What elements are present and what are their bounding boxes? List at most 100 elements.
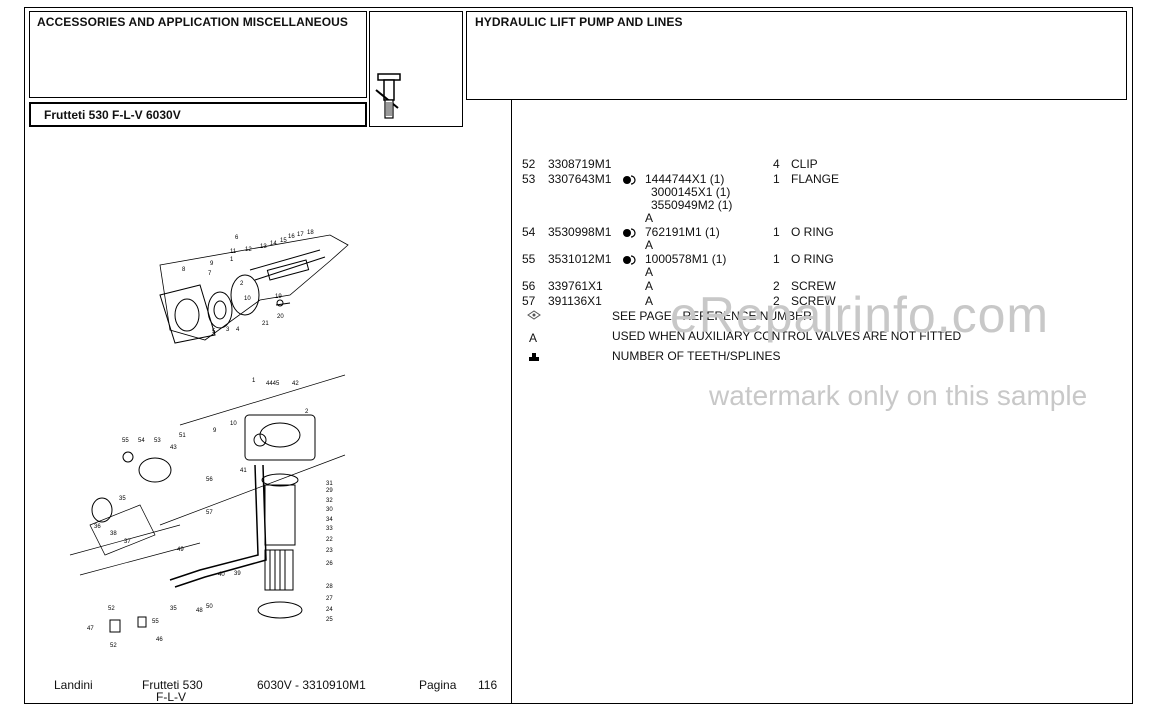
part-qty: 2 bbox=[773, 279, 780, 293]
svg-text:55: 55 bbox=[122, 438, 129, 444]
svg-text:57: 57 bbox=[206, 510, 213, 516]
legend-row-reference bbox=[527, 309, 541, 323]
svg-text:22: 22 bbox=[326, 537, 333, 543]
footer-brand: Landini bbox=[54, 678, 93, 692]
svg-text:18: 18 bbox=[307, 230, 314, 236]
svg-text:24: 24 bbox=[326, 607, 333, 613]
svg-text:15: 15 bbox=[280, 238, 287, 244]
svg-text:13: 13 bbox=[260, 244, 267, 250]
svg-text:2: 2 bbox=[305, 409, 309, 415]
svg-text:53: 53 bbox=[154, 438, 161, 444]
column-divider bbox=[511, 100, 512, 704]
part-number: 339761X1 bbox=[548, 279, 603, 293]
part-description: O RING bbox=[791, 225, 834, 239]
part-alternative: A bbox=[645, 211, 654, 225]
svg-text:54: 54 bbox=[138, 438, 145, 444]
part-qty: 1 bbox=[773, 172, 780, 186]
svg-text:1: 1 bbox=[252, 378, 256, 384]
page-frame bbox=[24, 7, 1133, 704]
svg-text:8: 8 bbox=[182, 267, 186, 273]
part-qty: 1 bbox=[773, 225, 780, 239]
svg-text:33: 33 bbox=[326, 526, 333, 532]
svg-text:34: 34 bbox=[326, 517, 333, 523]
svg-text:30: 30 bbox=[326, 507, 333, 513]
svg-text:9: 9 bbox=[213, 428, 217, 434]
part-ref: 55 bbox=[522, 252, 536, 266]
footer-model-line2: F-L-V bbox=[156, 690, 186, 704]
svg-text:50: 50 bbox=[206, 604, 213, 610]
legend-text-teeth: NUMBER OF TEETH/SPLINES bbox=[612, 349, 781, 363]
svg-text:23: 23 bbox=[326, 548, 333, 554]
part-alternative: A bbox=[645, 238, 654, 252]
svg-text:36: 36 bbox=[94, 524, 101, 530]
teeth-splines-icon bbox=[529, 353, 539, 361]
svg-text:5: 5 bbox=[212, 329, 216, 335]
svg-text:32: 32 bbox=[326, 498, 333, 504]
footer-model-line1: Frutteti 530 bbox=[142, 678, 203, 692]
svg-text:56: 56 bbox=[206, 477, 213, 483]
footer-page-number: 116 bbox=[478, 678, 498, 692]
svg-text:10: 10 bbox=[244, 296, 251, 302]
svg-text:37: 37 bbox=[124, 539, 131, 545]
model-name: Frutteti 530 F-L-V 6030V bbox=[44, 108, 181, 122]
legend-text-a: USED WHEN AUXILIARY CONTROL VALVES ARE N… bbox=[612, 329, 962, 343]
part-number: 3308719M1 bbox=[548, 157, 612, 171]
reference-symbol-icon bbox=[527, 310, 541, 320]
interchange-symbol-icon bbox=[623, 175, 636, 185]
icon-box bbox=[369, 11, 463, 127]
legend-symbol-a: A bbox=[529, 331, 538, 345]
svg-text:4445: 4445 bbox=[266, 381, 280, 387]
svg-text:10: 10 bbox=[230, 421, 237, 427]
svg-text:3: 3 bbox=[226, 327, 230, 333]
svg-text:52: 52 bbox=[110, 643, 117, 649]
watermark-main: eRepairinfo.com bbox=[670, 287, 1050, 343]
part-description: CLIP bbox=[791, 157, 818, 171]
svg-text:43: 43 bbox=[170, 445, 177, 451]
group-title: HYDRAULIC LIFT PUMP AND LINES bbox=[475, 15, 683, 29]
section-title-box: ACCESSORIES AND APPLICATION MISCELLANEOU… bbox=[29, 11, 367, 98]
svg-text:51: 51 bbox=[179, 433, 186, 439]
svg-text:40: 40 bbox=[218, 572, 225, 578]
part-ref: 53 bbox=[522, 172, 536, 186]
watermark-sub: watermark only on this sample bbox=[709, 380, 1088, 411]
part-description: SCREW bbox=[791, 294, 836, 308]
part-ref: 52 bbox=[522, 157, 536, 171]
svg-text:41: 41 bbox=[240, 468, 247, 474]
model-box: Frutteti 530 F-L-V 6030V bbox=[29, 102, 367, 127]
part-number: 3307643M1 bbox=[548, 172, 612, 186]
part-alternative: 1444744X1 (1) bbox=[645, 172, 725, 186]
svg-text:1: 1 bbox=[230, 257, 234, 263]
part-qty: 1 bbox=[773, 252, 780, 266]
svg-text:9: 9 bbox=[210, 261, 214, 267]
svg-text:4: 4 bbox=[236, 327, 240, 333]
svg-text:52: 52 bbox=[108, 606, 115, 612]
svg-text:27: 27 bbox=[326, 596, 333, 602]
svg-text:47: 47 bbox=[87, 626, 94, 632]
svg-text:38: 38 bbox=[110, 531, 117, 537]
svg-text:17: 17 bbox=[297, 232, 304, 238]
part-ref: 54 bbox=[522, 225, 536, 239]
svg-text:29: 29 bbox=[326, 488, 333, 494]
legend-row-teeth bbox=[528, 351, 540, 365]
svg-text:55: 55 bbox=[152, 619, 159, 625]
part-alternative: 762191M1 (1) bbox=[645, 225, 720, 239]
part-number: 391136X1 bbox=[548, 294, 602, 308]
svg-text:48: 48 bbox=[196, 608, 203, 614]
interchange-symbol-icon bbox=[623, 228, 636, 238]
svg-text:16: 16 bbox=[288, 234, 295, 240]
part-description: SCREW bbox=[791, 279, 836, 293]
svg-text:49: 49 bbox=[177, 547, 184, 553]
part-alternative: 1000578M1 (1) bbox=[645, 252, 727, 266]
svg-text:39: 39 bbox=[234, 571, 241, 577]
part-number: 3531012M1 bbox=[548, 252, 612, 266]
svg-text:7: 7 bbox=[208, 271, 212, 277]
part-qty: 4 bbox=[773, 157, 780, 171]
svg-text:28: 28 bbox=[326, 584, 333, 590]
part-alternative: 3550949M2 (1) bbox=[651, 198, 733, 212]
svg-text:35: 35 bbox=[119, 496, 126, 502]
svg-text:12: 12 bbox=[245, 247, 252, 253]
part-alternative: A bbox=[645, 279, 654, 293]
svg-text:6: 6 bbox=[235, 235, 239, 241]
svg-text:25: 25 bbox=[326, 617, 333, 623]
